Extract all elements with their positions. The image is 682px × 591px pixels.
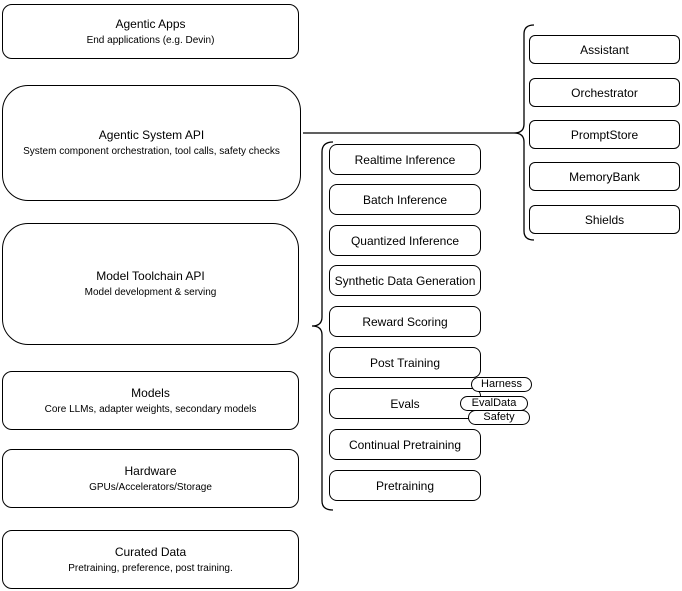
node-batch-inference: Batch Inference [329, 184, 481, 215]
node-title: Model Toolchain API [96, 269, 205, 283]
node-title: Curated Data [114, 544, 187, 559]
node-subtitle: System component orchestration, tool cal… [23, 146, 280, 157]
node-title: Agentic Apps [115, 16, 186, 31]
node-agentic-apps: Agentic Apps End applications (e.g. Devi… [2, 4, 299, 59]
system-components-brace [513, 24, 535, 241]
node-agentic-system-api: Agentic System API System component orch… [2, 85, 301, 201]
toolchain-brace [311, 141, 334, 511]
node-model-toolchain-api: Model Toolchain API Model development & … [2, 223, 299, 345]
node-promptstore: PromptStore [529, 120, 680, 149]
node-subtitle: Core LLMs, adapter weights, secondary mo… [44, 403, 257, 415]
node-quantized-inference: Quantized Inference [329, 225, 481, 256]
node-models: Models Core LLMs, adapter weights, secon… [2, 371, 299, 430]
tag-safety: Safety [468, 410, 530, 425]
node-subtitle: GPUs/Accelerators/Storage [89, 481, 212, 493]
node-hardware: Hardware GPUs/Accelerators/Storage [2, 449, 299, 508]
node-pretraining: Pretraining [329, 470, 481, 501]
node-title: Agentic System API [98, 128, 205, 142]
node-post-training: Post Training [329, 347, 481, 378]
node-synthetic-data-generation: Synthetic Data Generation [329, 265, 481, 296]
node-shields: Shields [529, 205, 680, 234]
node-subtitle: Pretraining, preference, post training. [68, 562, 233, 574]
node-reward-scoring: Reward Scoring [329, 306, 481, 337]
node-orchestrator: Orchestrator [529, 78, 680, 107]
tag-harness: Harness [471, 377, 532, 392]
node-evals: Evals [329, 388, 481, 419]
node-subtitle: Model development & serving [84, 287, 217, 298]
node-curated-data: Curated Data Pretraining, preference, po… [2, 530, 299, 589]
tag-evaldata: EvalData [460, 396, 528, 411]
node-subtitle: End applications (e.g. Devin) [86, 34, 215, 46]
node-memorybank: MemoryBank [529, 162, 680, 191]
node-title: Models [131, 385, 170, 400]
node-assistant: Assistant [529, 35, 680, 64]
node-title: Hardware [124, 463, 177, 478]
node-continual-pretraining: Continual Pretraining [329, 429, 481, 460]
node-realtime-inference: Realtime Inference [329, 144, 481, 175]
